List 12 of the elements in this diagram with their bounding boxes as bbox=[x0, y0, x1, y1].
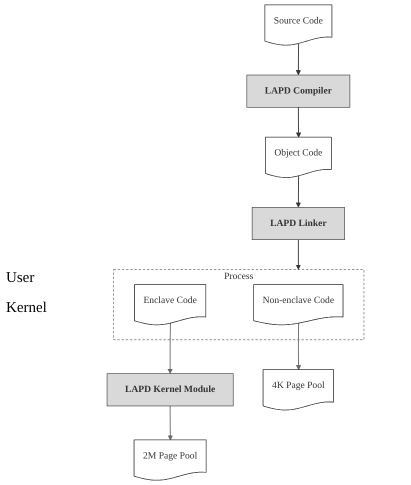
arrow bbox=[296, 176, 301, 208]
arrow bbox=[296, 106, 302, 138]
node-box: LAPD Linker bbox=[252, 207, 345, 240]
arrow bbox=[296, 239, 301, 270]
arrow bbox=[296, 323, 302, 370]
arrow bbox=[168, 406, 173, 440]
arrow bbox=[296, 43, 301, 76]
region-label: User bbox=[6, 270, 34, 287]
node-box: LAPD Compiler bbox=[246, 74, 350, 108]
arrow bbox=[168, 323, 173, 374]
region-label: Kernel bbox=[6, 300, 47, 317]
node-box: LAPD Kernel Module bbox=[106, 373, 234, 406]
